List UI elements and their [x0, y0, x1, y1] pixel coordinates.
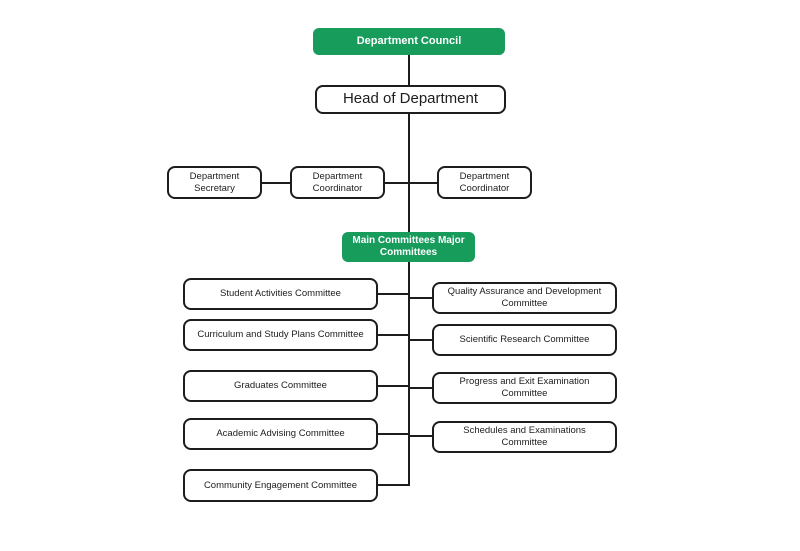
node-graduates-committee: Graduates Committee	[183, 370, 378, 402]
connector-right-2	[409, 339, 432, 341]
connector-coordinator-coordinator	[385, 182, 438, 184]
node-academic-advising-committee: Academic Advising Committee	[183, 418, 378, 450]
connector-head-main-trunk	[408, 113, 410, 233]
connector-left-4	[377, 433, 409, 435]
node-quality-assurance-development-committee: Quality Assurance and Development Commit…	[432, 282, 617, 314]
node-curriculum-study-plans-committee: Curriculum and Study Plans Committee	[183, 319, 378, 351]
node-progress-exit-examination-committee: Progress and Exit Examination Committee	[432, 372, 617, 404]
node-department-secretary: Department Secretary	[167, 166, 262, 199]
node-head-of-department: Head of Department	[315, 85, 506, 114]
connector-council-head	[408, 55, 410, 86]
node-department-coordinator-2: Department Coordinator	[437, 166, 532, 199]
connector-right-4	[409, 435, 432, 437]
node-community-engagement-committee: Community Engagement Committee	[183, 469, 378, 502]
node-main-committees: Main Committees Major Committees	[342, 232, 475, 262]
connector-main-trunk	[408, 261, 410, 486]
connector-left-3	[377, 385, 409, 387]
connector-right-1	[409, 297, 432, 299]
node-student-activities-committee: Student Activities Committee	[183, 278, 378, 310]
connector-left-1	[377, 293, 409, 295]
node-scientific-research-committee: Scientific Research Committee	[432, 324, 617, 356]
node-department-coordinator-1: Department Coordinator	[290, 166, 385, 199]
node-schedules-examinations-committee: Schedules and Examinations Committee	[432, 421, 617, 453]
connector-right-3	[409, 387, 432, 389]
connector-secretary-coordinator	[262, 182, 290, 184]
connector-left-5	[377, 484, 410, 486]
connector-left-2	[377, 334, 409, 336]
node-department-council: Department Council	[313, 28, 505, 55]
